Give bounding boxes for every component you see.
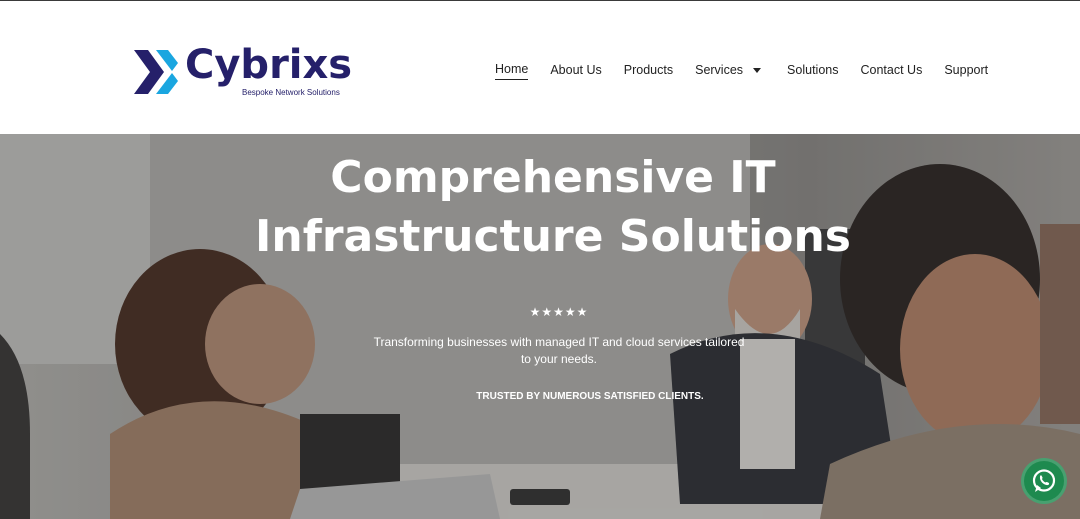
nav-support-label: Support bbox=[944, 63, 989, 77]
brand-wordmark: Cybrixs bbox=[185, 42, 353, 88]
site-header: Cybrixs Bespoke Network Solutions Home A… bbox=[0, 1, 1080, 134]
main-nav: Home About Us Products Services Solution… bbox=[484, 59, 988, 81]
nav-home[interactable]: Home bbox=[495, 60, 529, 80]
nav-solutions-label: Solutions bbox=[787, 63, 839, 77]
nav-solutions[interactable]: Solutions bbox=[787, 61, 838, 79]
nav-products-label: Products bbox=[623, 63, 674, 77]
hero-overlay bbox=[0, 134, 1080, 519]
nav-support[interactable]: Support bbox=[944, 61, 988, 79]
nav-about-us[interactable]: About Us bbox=[550, 61, 601, 79]
hero-title-line1: Comprehensive IT bbox=[330, 152, 776, 203]
nav-about-label: About Us bbox=[550, 63, 602, 77]
hero-title: Comprehensive IT Infrastructure Solution… bbox=[240, 148, 866, 266]
cybrixs-logo-mark-icon bbox=[134, 50, 178, 94]
nav-products[interactable]: Products bbox=[624, 61, 673, 79]
nav-contact-us[interactable]: Contact Us bbox=[860, 61, 922, 79]
nav-services[interactable]: Services bbox=[695, 61, 765, 79]
top-border bbox=[0, 0, 1080, 1]
nav-services-label: Services bbox=[695, 63, 744, 77]
rating-stars-icon: ★★★★★ bbox=[529, 305, 589, 319]
whatsapp-button[interactable] bbox=[1021, 458, 1067, 504]
hero-background-photo bbox=[0, 134, 1080, 519]
whatsapp-icon bbox=[1032, 469, 1056, 492]
hero-section: Comprehensive IT Infrastructure Solution… bbox=[0, 134, 1080, 519]
brand-tagline: Bespoke Network Solutions bbox=[242, 88, 340, 97]
nav-contact-label: Contact Us bbox=[860, 63, 923, 77]
trusted-text: TRUSTED BY NUMEROUS SATISFIED CLIENTS. bbox=[476, 391, 704, 402]
nav-home-label: Home bbox=[495, 62, 529, 76]
hero-subtitle: Transforming businesses with managed IT … bbox=[373, 335, 745, 366]
brand-logo[interactable]: Cybrixs Bespoke Network Solutions bbox=[134, 42, 352, 101]
hero-title-line2: Infrastructure Solutions bbox=[255, 211, 851, 262]
caret-down-icon[interactable] bbox=[753, 67, 762, 73]
